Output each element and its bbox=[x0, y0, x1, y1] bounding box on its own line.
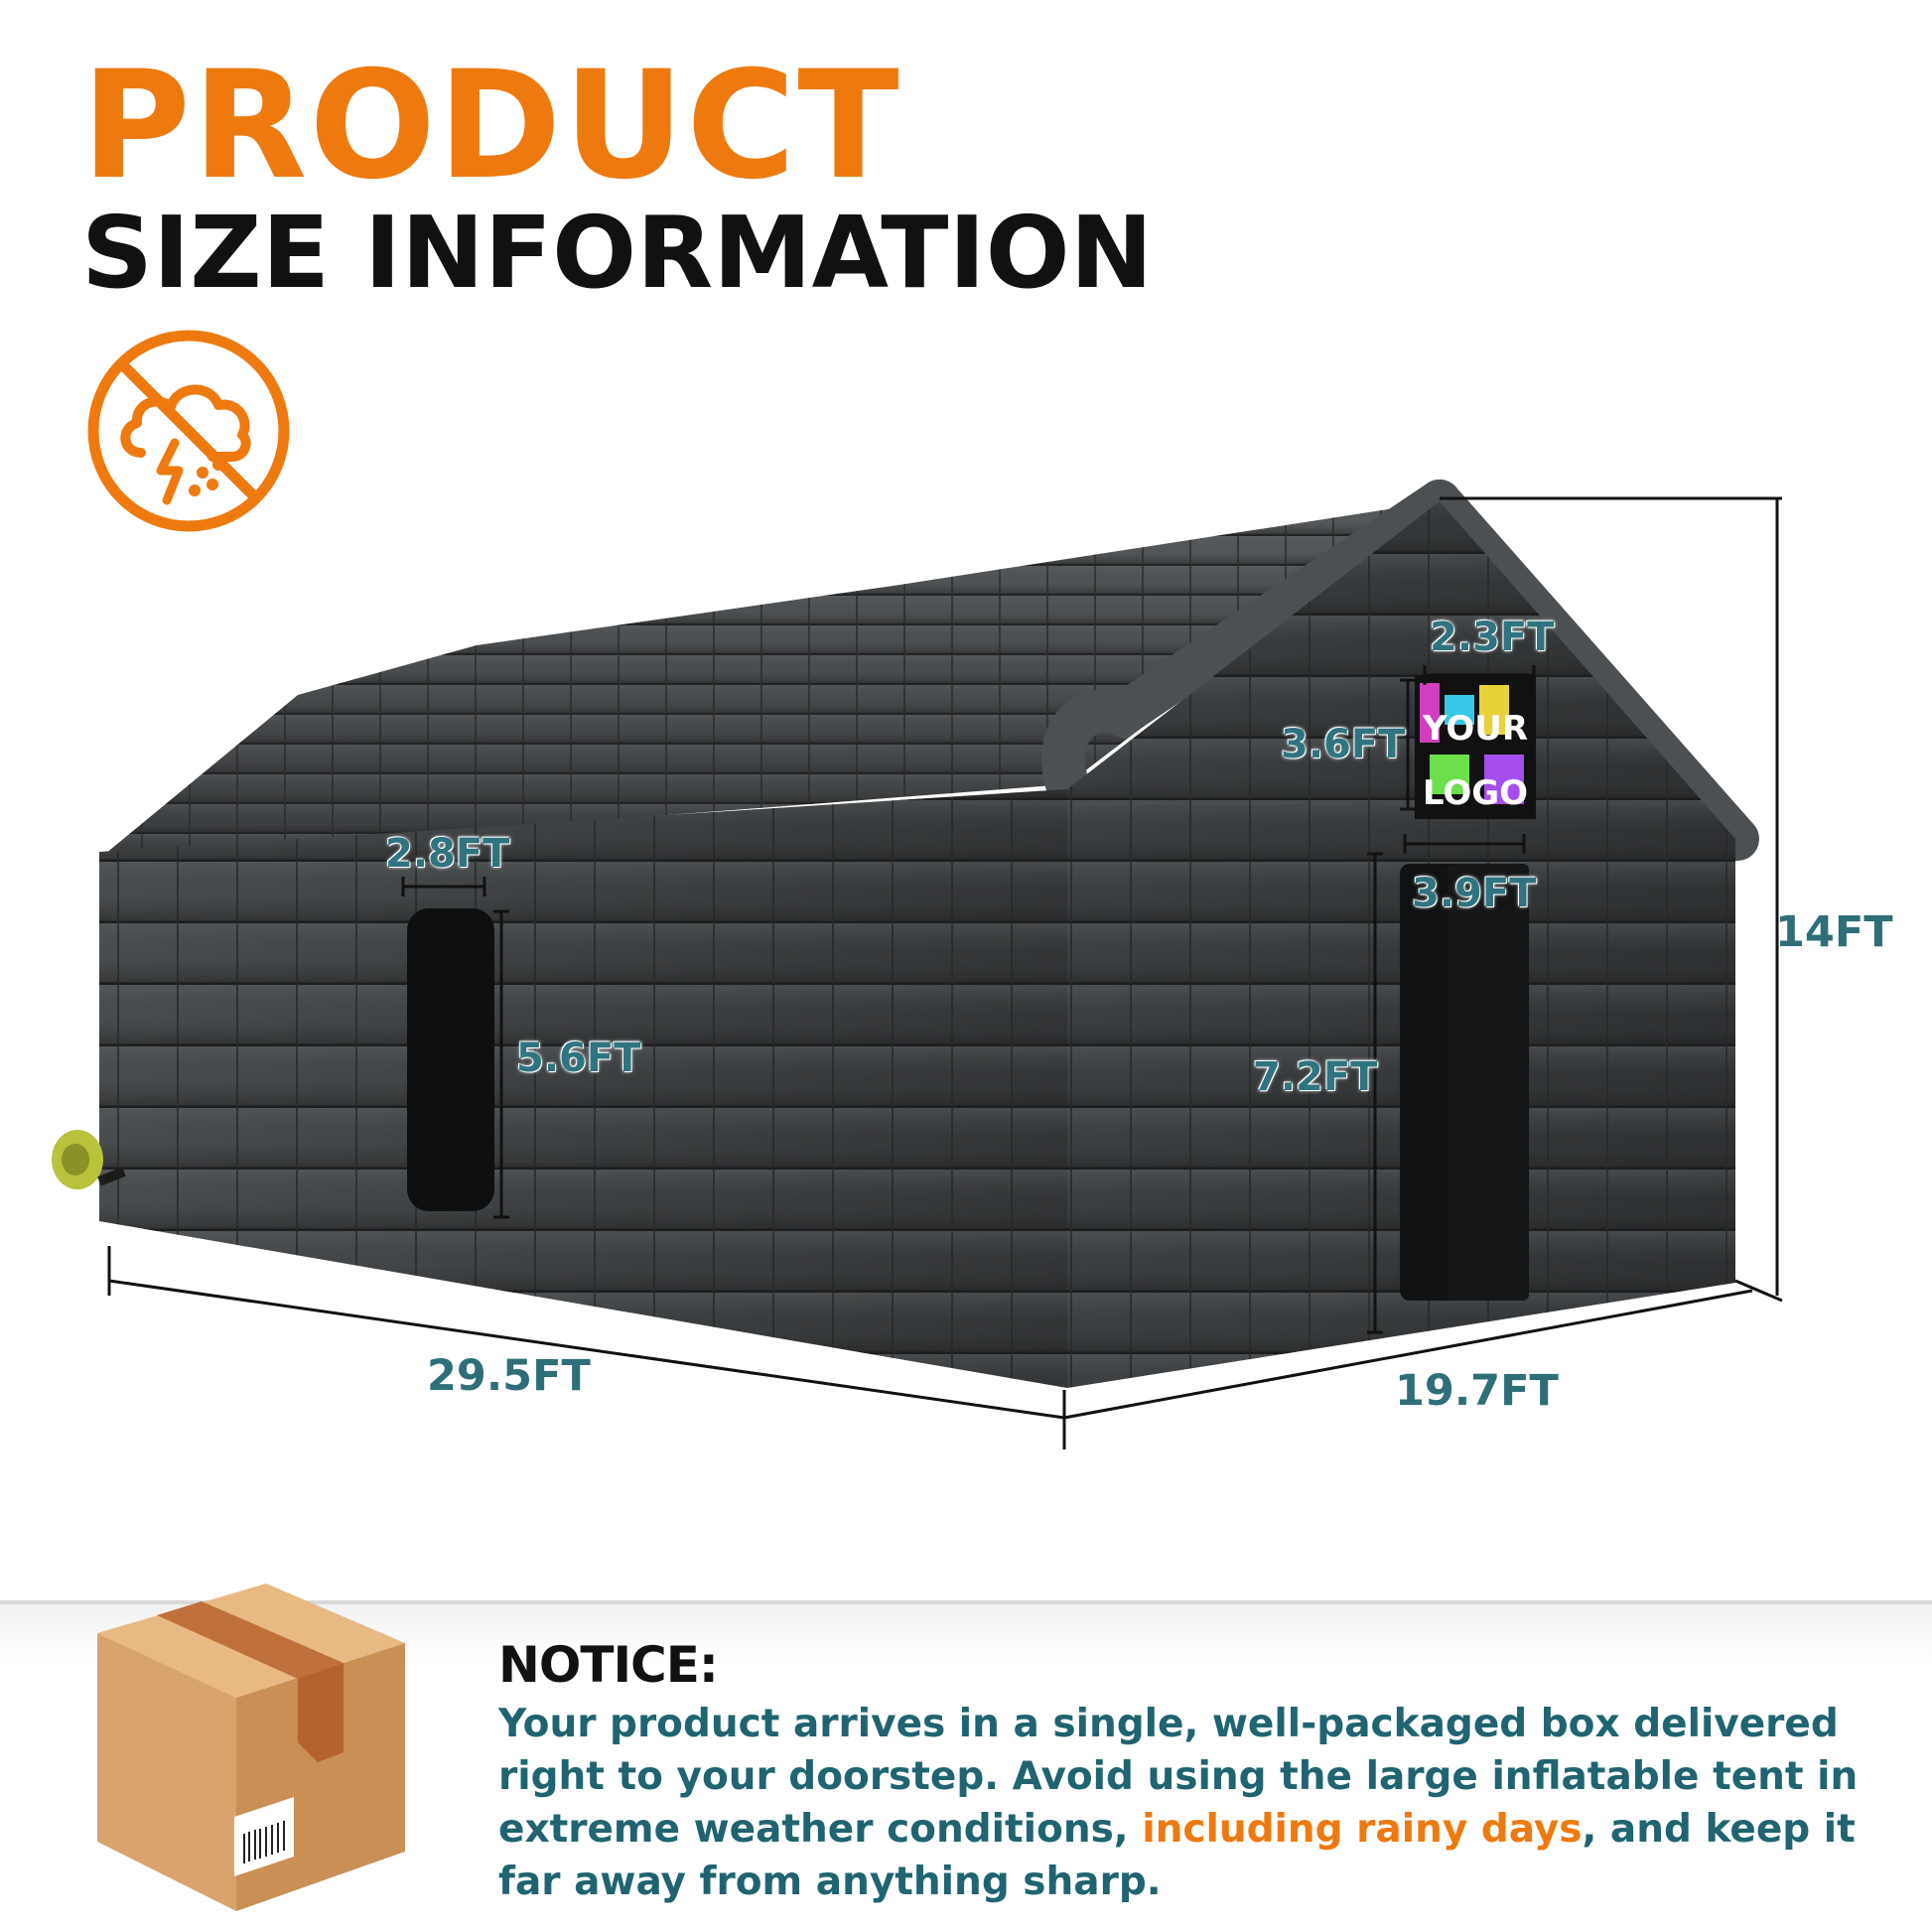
dimension-width: 19.7FT bbox=[1395, 1366, 1559, 1416]
dimension-window-height: 5.6FT bbox=[516, 1035, 641, 1081]
headline-product: PRODUCT bbox=[81, 40, 901, 212]
dimension-length: 29.5FT bbox=[427, 1351, 591, 1401]
headline-size-information: SIZE INFORMATION bbox=[81, 195, 1154, 311]
notice-text: Your product arrives in a single, well-p… bbox=[498, 1698, 1888, 1908]
dimension-logo-height: 3.6FT bbox=[1281, 722, 1406, 767]
notice-highlight: including rainy days bbox=[1142, 1807, 1583, 1852]
notice-text-part2: , and keep it far away from anything sha… bbox=[498, 1807, 1856, 1904]
logo-panel: YOUR LOGO bbox=[1415, 675, 1536, 819]
notice-title: NOTICE: bbox=[498, 1636, 719, 1694]
dimension-window-width: 2.8FT bbox=[385, 831, 510, 877]
dimension-door-width: 3.9FT bbox=[1412, 871, 1537, 916]
cardboard-box-icon bbox=[87, 1574, 415, 1916]
side-window bbox=[407, 908, 494, 1211]
dimension-door-height: 7.2FT bbox=[1253, 1054, 1378, 1100]
dimension-logo-width: 2.3FT bbox=[1430, 615, 1555, 660]
notice-text-part1: Your product arrives in a single, well-p… bbox=[498, 1702, 1859, 1852]
no-rain-storm-icon bbox=[83, 326, 294, 536]
air-blower-icon bbox=[52, 1130, 126, 1189]
dimension-height: 14FT bbox=[1775, 907, 1893, 957]
section-divider bbox=[0, 1600, 1932, 1604]
logo-text-line2: LOGO bbox=[1423, 773, 1528, 813]
logo-text-line1: YOUR bbox=[1422, 709, 1528, 749]
